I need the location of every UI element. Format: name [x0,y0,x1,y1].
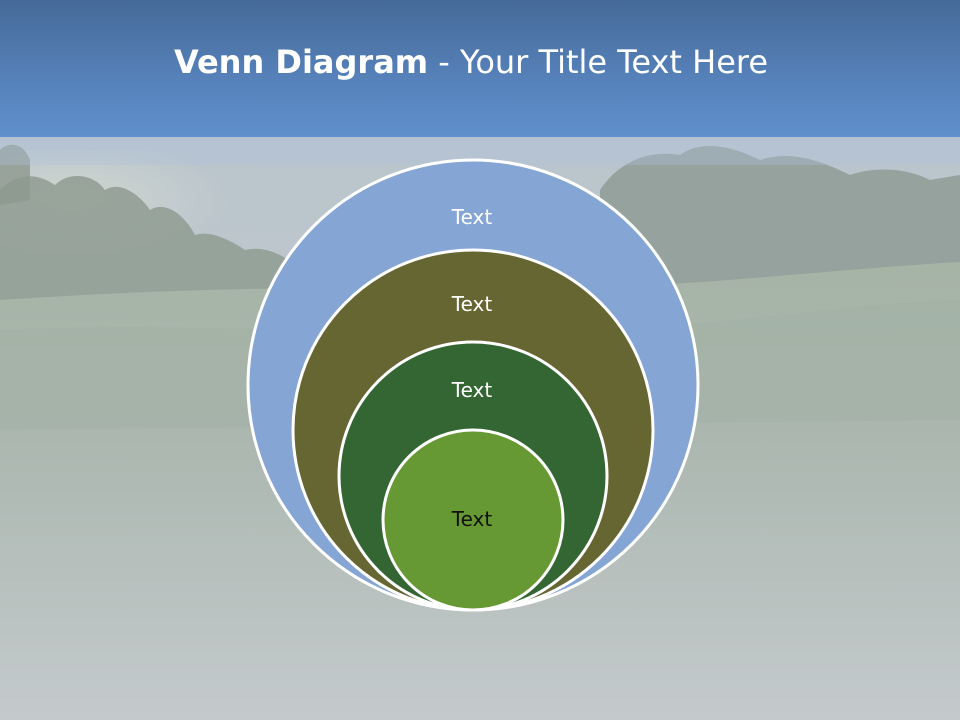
title-rest-part: - Your Title Text Here [428,43,769,81]
venn-circle-second-label: Text [451,292,493,316]
slide-title: Venn Diagram - Your Title Text Here [0,38,942,86]
title-bold-part: Venn Diagram [173,43,429,81]
venn-circle-outer-label: Text [451,205,493,229]
venn-circle-third-label: Text [451,378,493,402]
venn-circle-inner-label: Text [451,507,493,531]
venn-circle-inner[interactable]: Text [381,428,565,612]
title-bar: Venn Diagram - Your Title Text Here [0,0,960,137]
